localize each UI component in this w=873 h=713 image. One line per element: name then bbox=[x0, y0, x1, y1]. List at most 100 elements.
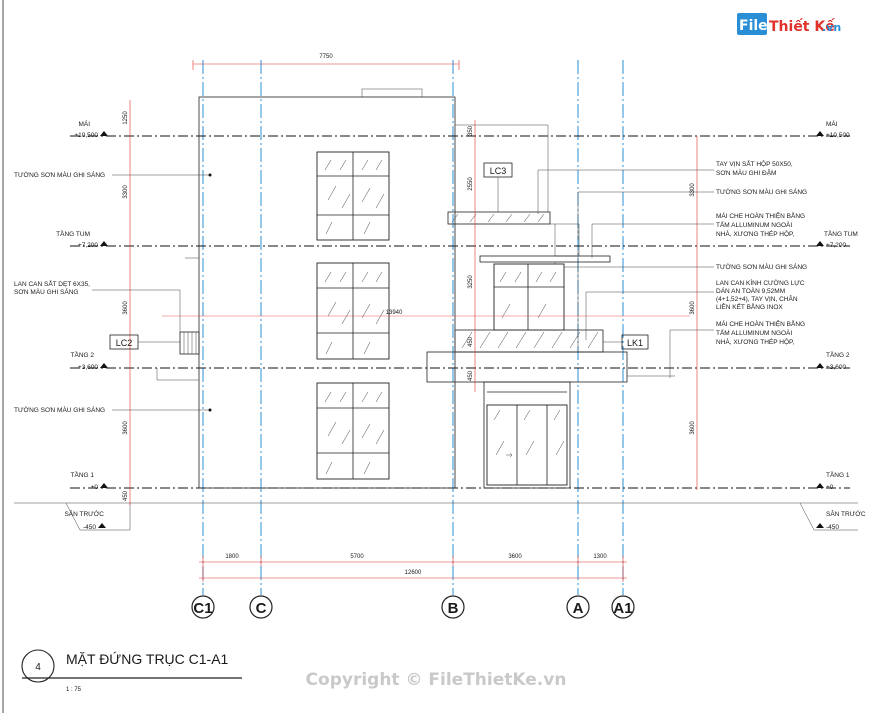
logo-part2: Thiết Kế bbox=[769, 18, 835, 35]
dim-bottom-1: 1800 bbox=[225, 554, 239, 560]
level-markers-right: MÁI +10,500 TẦNG TUM +7,200 TẦNG 2 +3,60… bbox=[816, 119, 866, 531]
window-right-upper-frame bbox=[493, 263, 565, 331]
axis-label-c: C bbox=[256, 600, 267, 617]
level-tum-name-right: TẦNG TUM bbox=[824, 228, 858, 238]
dim-center-2: 2550 bbox=[468, 177, 474, 191]
level-t2-marker-left bbox=[100, 363, 108, 368]
dim-top-value: 7750 bbox=[319, 54, 333, 60]
level-tum-name-left: TẦNG TUM bbox=[56, 228, 90, 238]
note-right-handrail-line2: SƠN MÀU GHI ĐẬM bbox=[716, 168, 776, 177]
level-san-name-left: SÂN TRƯỚC bbox=[64, 509, 104, 518]
note-right-canopy2-line3: NHÀ, XƯƠNG THÉP HỘP, bbox=[716, 337, 795, 346]
window-top-reflections bbox=[324, 159, 385, 235]
axis-bubble-c bbox=[249, 595, 273, 619]
note-right-glass-line2: DÁN AN TOÀN 9,52MM bbox=[716, 286, 785, 295]
ground-door bbox=[486, 391, 568, 486]
leader-right-6 bbox=[669, 329, 714, 378]
title-number: 4 bbox=[35, 662, 41, 673]
leader-right-2 bbox=[577, 191, 714, 240]
leader-left-2 bbox=[92, 289, 181, 336]
dim-center: 350 2550 3250 450 450 bbox=[468, 120, 476, 392]
windows bbox=[179, 151, 599, 486]
dim-bottom: 1800 5700 3600 1300 12600 bbox=[199, 554, 627, 582]
level-mai-name-right: MÁI bbox=[826, 119, 838, 128]
level-tum-value-left: +7,200 bbox=[78, 242, 98, 249]
note-right-glass-line4: LIÊN KẾT BẰNG INOX bbox=[716, 301, 783, 311]
dim-left: 1250 3300 3600 3600 450 bbox=[123, 100, 131, 505]
dim-right-3: 3600 bbox=[690, 421, 696, 435]
note-left-railing-line2: SƠN MÀU GHI SÁNG bbox=[14, 287, 78, 296]
dim-left-4: 3600 bbox=[123, 421, 129, 435]
axis-bubbles: C1 C B A A1 bbox=[191, 595, 635, 619]
leader-right-5 bbox=[585, 291, 714, 340]
note-right-canopy1-line3: NHÀ, XƯƠNG THÉP HỘP, bbox=[716, 229, 795, 238]
tag-lk1: LK1 bbox=[627, 338, 643, 348]
axis-label-b: B bbox=[448, 600, 459, 617]
leader-right-1 bbox=[537, 169, 714, 214]
title-number-circle bbox=[21, 649, 55, 683]
right-wall-top bbox=[554, 223, 580, 257]
leader-left-1-dot bbox=[208, 173, 212, 177]
window-top bbox=[316, 151, 390, 241]
copyright-watermark: Copyright © FileThietKe.vn bbox=[306, 670, 567, 690]
dim-bottom-total: 12600 bbox=[405, 570, 422, 576]
note-left-wall-top: TƯỜNG SƠN MÀU GHI SÁNG bbox=[14, 170, 105, 179]
dim-right-1: 3300 bbox=[690, 183, 696, 197]
level-mai-marker-left bbox=[100, 131, 108, 136]
dim-left-2: 3300 bbox=[123, 185, 129, 199]
dim-mid: 13940 bbox=[162, 310, 690, 317]
axis-bubble-c1 bbox=[191, 595, 215, 619]
building bbox=[156, 88, 675, 489]
dim-mid-value: 13940 bbox=[386, 310, 403, 316]
ground-door-frame bbox=[483, 381, 571, 489]
top-parapet bbox=[447, 211, 551, 225]
roof-rail bbox=[455, 124, 549, 212]
note-right-canopy2-line1: MÁI CHE HOÀN THIỆN BẰNG bbox=[716, 319, 805, 328]
axis-label-c1: C1 bbox=[193, 600, 212, 617]
dim-top: 7750 bbox=[192, 54, 460, 70]
note-right-glass-line3: (4+1,52+4), TAY VỊN, CHÂN bbox=[716, 294, 798, 303]
dim-left-3: 3600 bbox=[123, 301, 129, 315]
tags: LC3 LC2 LK1 bbox=[109, 162, 649, 350]
note-right-glass-line1: LAN CAN KÍNH CƯỜNG LỰC bbox=[716, 278, 805, 287]
level-san-marker-right bbox=[816, 523, 824, 528]
notes-right: TAY VỊN SẮT HỘP 50X50, SƠN MÀU GHI ĐẬM T… bbox=[537, 159, 807, 378]
balustrade-hatch bbox=[461, 331, 599, 349]
axis-bubble-b bbox=[441, 595, 465, 619]
level-tum-marker-left bbox=[100, 241, 108, 246]
dim-right: 3300 3600 3600 bbox=[690, 136, 698, 490]
note-right-handrail-line1: TAY VỊN SẮT HỘP 50X50, bbox=[716, 159, 793, 168]
axis-bubble-a1 bbox=[611, 595, 635, 619]
dim-right-2: 3600 bbox=[690, 301, 696, 315]
leader-left-3-dot bbox=[208, 408, 212, 412]
level-t2-marker-right bbox=[816, 363, 824, 368]
dim-center-5: 450 bbox=[468, 370, 474, 381]
note-left-wall-bottom: TƯỜNG SƠN MÀU GHI SÁNG bbox=[14, 405, 105, 414]
axis-bubble-a bbox=[566, 595, 590, 619]
title-block: 4 MẶT ĐỨNG TRỤC C1-A1 1 : 75 bbox=[21, 649, 242, 693]
level-mai-value-left: +10,500 bbox=[74, 132, 98, 139]
level-t2-value-left: +3,600 bbox=[78, 364, 98, 371]
note-right-wall-2: TƯỜNG SƠN MÀU GHI SÁNG bbox=[716, 262, 807, 271]
level-san-value-left: -450 bbox=[83, 524, 96, 531]
dim-left-5: 450 bbox=[123, 490, 129, 501]
dim-bottom-2: 5700 bbox=[350, 554, 364, 560]
logo-part3: .vn bbox=[822, 21, 841, 34]
window-low-reflections bbox=[324, 391, 385, 475]
ground-step-right bbox=[799, 502, 858, 531]
ground-door-reflections bbox=[493, 409, 565, 456]
level-tum-value-right: +7,200 bbox=[826, 242, 846, 249]
roof-canopy bbox=[479, 255, 611, 263]
parapet-hatch bbox=[451, 213, 545, 223]
ground-door-glass bbox=[486, 404, 568, 486]
dim-bottom-3: 3600 bbox=[508, 554, 522, 560]
level-t2-value-right: +3,600 bbox=[826, 364, 846, 371]
level-san-name-right: SÂN TRƯỚC bbox=[826, 509, 866, 518]
roof-tank bbox=[361, 88, 423, 98]
window-mid bbox=[316, 262, 390, 360]
window-mid-reflections bbox=[324, 271, 385, 355]
dim-bottom-4: 1300 bbox=[593, 554, 607, 560]
level-t1-marker-right bbox=[816, 483, 824, 488]
leader-right-3 bbox=[591, 223, 714, 258]
level-markers-left: MÁI +10,500 TẦNG TUM +7,200 TẦNG 2 +3,60… bbox=[56, 119, 108, 531]
